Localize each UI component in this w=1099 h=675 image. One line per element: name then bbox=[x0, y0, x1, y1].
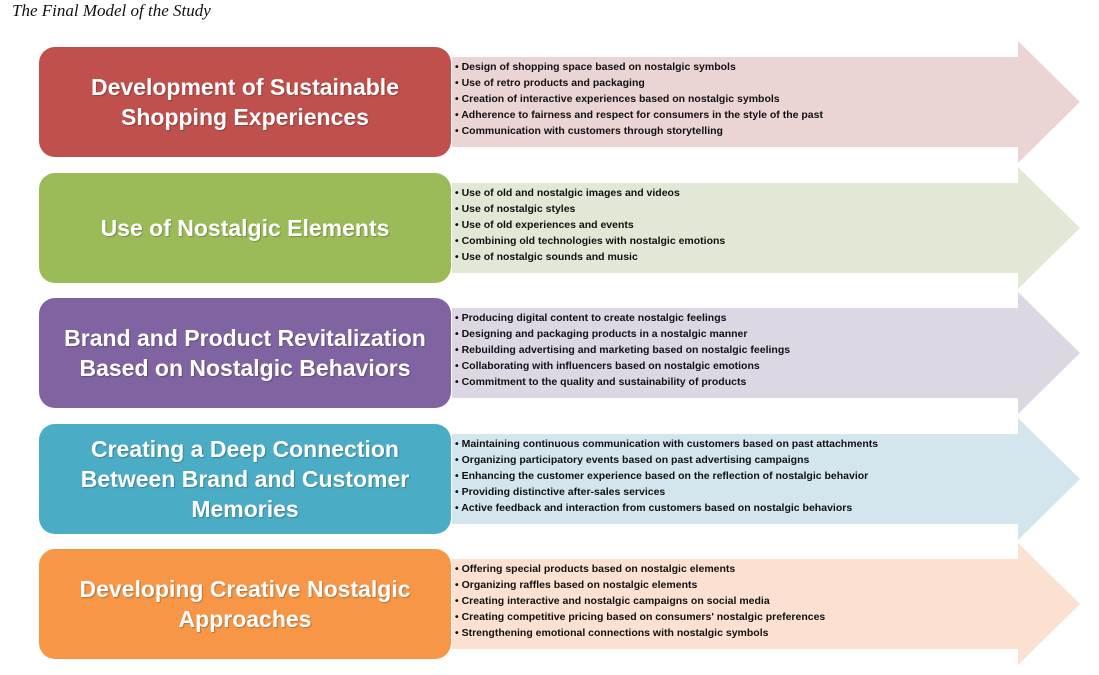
model-row: Brand and Product Revitalization Based o… bbox=[0, 292, 1099, 424]
component-list: Use of old and nostalgic images and vide… bbox=[455, 185, 726, 265]
list-item: Strengthening emotional connections with… bbox=[455, 625, 825, 641]
component-list: Design of shopping space based on nostal… bbox=[455, 59, 823, 139]
list-item: Use of old experiences and events bbox=[455, 217, 725, 233]
list-item: Use of nostalgic styles bbox=[455, 201, 725, 217]
list-item: Communication with customers through sto… bbox=[455, 123, 823, 139]
list-item: Creating interactive and nostalgic campa… bbox=[455, 593, 825, 609]
model-row: Creating a Deep Connection Between Brand… bbox=[0, 418, 1099, 550]
dimension-label: Use of Nostalgic Elements bbox=[100, 215, 390, 241]
component-list: Maintaining continuous communication wit… bbox=[455, 436, 878, 516]
list-item: Creating competitive pricing based on co… bbox=[455, 609, 826, 625]
component-list: Producing digital content to create nost… bbox=[455, 310, 790, 390]
list-item: Providing distinctive after-sales servic… bbox=[455, 484, 878, 500]
list-item: Use of old and nostalgic images and vide… bbox=[455, 185, 725, 201]
list-item: Creation of interactive experiences base… bbox=[455, 91, 823, 107]
list-item: Active feedback and interaction from cus… bbox=[455, 500, 878, 516]
list-item: Enhancing the customer experience based … bbox=[455, 468, 878, 484]
list-item: Organizing raffles based on nostalgic el… bbox=[455, 577, 825, 593]
figure-title: The Final Model of the Study bbox=[12, 1, 211, 20]
dimension-label: Brand and Product Revitalization Based o… bbox=[64, 325, 426, 381]
list-item: Use of nostalgic sounds and music bbox=[455, 249, 725, 265]
component-list: Offering special products based on nosta… bbox=[455, 561, 826, 641]
model-row: Development of Sustainable Shopping Expe… bbox=[0, 41, 1099, 173]
model-row: Developing Creative Nostalgic Approaches… bbox=[0, 543, 1099, 675]
dimension-label: Creating a Deep Connection Between Brand… bbox=[80, 436, 410, 522]
list-item: Rebuilding advertising and marketing bas… bbox=[455, 342, 790, 358]
list-item: Adherence to fairness and respect for co… bbox=[455, 107, 823, 123]
list-item: Commitment to the quality and sustainabi… bbox=[455, 374, 790, 390]
dimension-label: Development of Sustainable Shopping Expe… bbox=[90, 74, 399, 130]
list-item: Organizing participatory events based on… bbox=[455, 452, 878, 468]
list-item: Producing digital content to create nost… bbox=[455, 310, 790, 326]
list-item: Maintaining continuous communication wit… bbox=[455, 436, 879, 452]
list-item: Collaborating with influencers based on … bbox=[455, 358, 790, 374]
list-item: Offering special products based on nosta… bbox=[455, 561, 825, 577]
dimension-box: Developing Creative Nostalgic Approaches bbox=[39, 549, 451, 659]
list-item: Design of shopping space based on nostal… bbox=[455, 59, 823, 75]
dimension-box: Use of Nostalgic Elements bbox=[39, 173, 451, 283]
list-item: Use of retro products and packaging bbox=[455, 75, 823, 91]
model-row: Use of Nostalgic Elements Use of old and… bbox=[0, 167, 1099, 299]
dimension-label: Developing Creative Nostalgic Approaches bbox=[79, 576, 411, 632]
list-item: Combining old technologies with nostalgi… bbox=[455, 233, 726, 249]
dimension-box: Development of Sustainable Shopping Expe… bbox=[39, 47, 451, 157]
dimension-box: Brand and Product Revitalization Based o… bbox=[39, 298, 451, 408]
dimension-box: Creating a Deep Connection Between Brand… bbox=[39, 424, 451, 534]
list-item: Designing and packaging products in a no… bbox=[455, 326, 790, 342]
